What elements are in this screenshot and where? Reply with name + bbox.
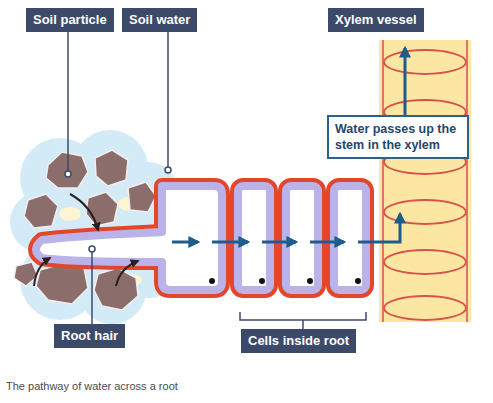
label-text: Soil water: [129, 13, 190, 27]
xylem-wall: [466, 40, 468, 322]
soil-particle: [95, 150, 128, 186]
air-pocket: [59, 207, 81, 221]
flow-arrow: [262, 241, 296, 244]
root-hair-cell: [36, 186, 222, 290]
cell-membrane: [286, 186, 318, 290]
xylem-vessel: [379, 40, 471, 322]
bracket: [240, 312, 366, 320]
flow-arrow: [404, 48, 407, 118]
leaders: [68, 32, 366, 329]
nucleus: [209, 278, 215, 284]
part-label: Xylem vessel: [328, 8, 424, 32]
cell-wall: [238, 186, 270, 290]
soil-particle: [86, 192, 118, 226]
soil-particle: [24, 194, 58, 228]
leader-line: [67, 32, 69, 172]
cell-wall: [36, 186, 222, 290]
cell-membrane: [238, 186, 270, 290]
part-label: Soil water: [122, 8, 197, 32]
nucleus: [355, 278, 361, 284]
root-cells: [238, 186, 366, 290]
leader-ends: [65, 167, 171, 252]
flow-arrow: [310, 241, 344, 244]
part-label: Cells inside root: [241, 329, 356, 353]
flow-arrow: [358, 214, 400, 242]
bracket-tick: [302, 320, 304, 329]
cell-membrane: [334, 186, 366, 290]
leader-dot: [165, 167, 171, 173]
flow-arrow: [172, 241, 198, 244]
xylem-ring: [384, 50, 466, 74]
flow-arrow: [212, 241, 248, 244]
cell-wall: [286, 186, 318, 290]
uptake-arrows: [34, 194, 138, 286]
cell-membrane: [36, 186, 222, 290]
soil-particle: [94, 268, 138, 310]
label-text: Soil particle: [33, 13, 107, 27]
leader-dot: [65, 171, 71, 177]
uptake-arrow: [70, 194, 98, 230]
label-text: Water passes up the stem in the xylem: [335, 121, 461, 153]
xylem-ring: [384, 200, 466, 224]
xylem-ring: [384, 250, 466, 274]
leader-line: [91, 251, 93, 324]
figure-caption: The pathway of water across a root: [6, 380, 178, 392]
uptake-arrow: [116, 261, 138, 286]
note-box: Water passes up the stem in the xylem: [327, 115, 469, 159]
soil-particle: [36, 264, 88, 304]
nucleus: [307, 278, 313, 284]
soil-particle: [128, 182, 156, 212]
part-label: Root hair: [54, 324, 125, 348]
label-text: Root hair: [61, 329, 118, 343]
label-text: Xylem vessel: [335, 13, 417, 27]
uptake-arrow: [34, 258, 50, 286]
leader-dot: [89, 246, 95, 252]
soil-particle: [46, 152, 88, 188]
xylem-ring: [384, 296, 466, 320]
part-label: Soil particle: [26, 8, 114, 32]
nucleus: [259, 278, 265, 284]
cell-wall: [334, 186, 366, 290]
label-text: Cells inside root: [248, 334, 349, 348]
xylem-wall: [382, 40, 384, 322]
xylem-tube: [379, 40, 471, 322]
leader-line: [167, 32, 169, 168]
